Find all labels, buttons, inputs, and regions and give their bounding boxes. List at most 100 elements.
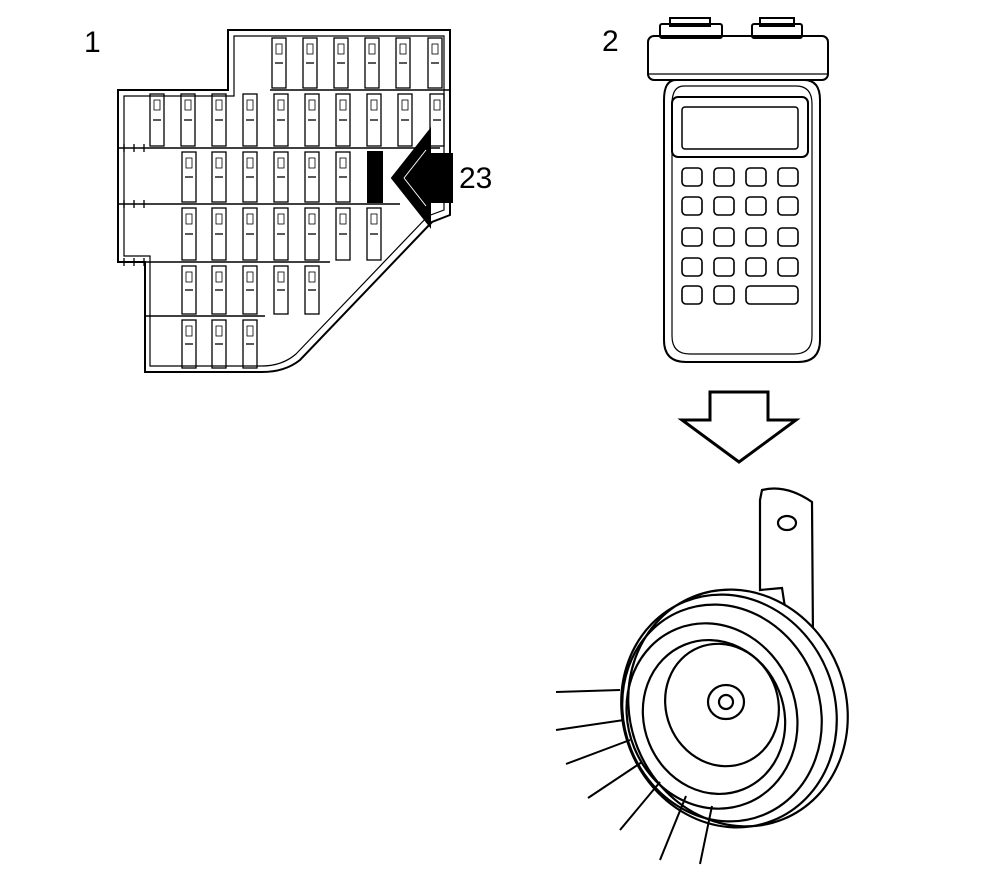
pointer-arrow-icon xyxy=(390,127,453,229)
fuse-detail xyxy=(185,157,193,169)
fuse-slot xyxy=(242,265,258,315)
keypad-key xyxy=(681,285,703,305)
fuse-detail xyxy=(246,213,254,225)
fuse-detail xyxy=(277,213,285,225)
keypad-key xyxy=(745,227,767,247)
fuse-slot xyxy=(304,265,320,315)
fuse-slot xyxy=(366,93,382,147)
fuse-slot xyxy=(181,151,197,203)
keypad-key xyxy=(713,227,735,247)
keypad-key xyxy=(745,167,767,187)
fuse-detail xyxy=(339,213,347,225)
fuse-detail xyxy=(308,99,316,111)
fuse-slot xyxy=(211,207,227,261)
fuse-slot xyxy=(271,37,287,89)
keypad-key xyxy=(777,167,799,187)
fuse-detail xyxy=(337,43,345,55)
fuse-detail xyxy=(370,99,378,111)
highlighted-fuse xyxy=(367,151,383,203)
keypad-key xyxy=(745,285,799,305)
fuse-slot xyxy=(181,319,197,369)
step-2-number: 2 xyxy=(602,25,619,58)
fuse-slot xyxy=(273,207,289,261)
fuse-slot xyxy=(335,151,351,203)
fuse-slot xyxy=(181,207,197,261)
keypad-key xyxy=(713,167,735,187)
fuse-detail xyxy=(275,43,283,55)
fuse-detail xyxy=(308,157,316,169)
fuse-slot xyxy=(333,37,349,89)
scan-tool-icon xyxy=(647,17,829,363)
fuse-detail xyxy=(215,213,223,225)
fuse-detail xyxy=(185,213,193,225)
fuse-slot xyxy=(304,151,320,203)
keypad-key xyxy=(777,227,799,247)
fuse-detail xyxy=(184,99,192,111)
fuse-slot xyxy=(304,207,320,261)
fuse-detail xyxy=(185,325,193,337)
fuse-box-icon xyxy=(117,29,451,373)
fuse-detail xyxy=(433,99,441,111)
fuse-slot xyxy=(302,37,318,89)
fuse-detail xyxy=(368,43,376,55)
fuse-detail xyxy=(246,325,254,337)
fuse-slot xyxy=(211,93,227,147)
fuse-detail xyxy=(185,271,193,283)
fuse-slot xyxy=(429,93,445,147)
fuse-slot xyxy=(366,207,382,261)
fuse-slot xyxy=(397,93,413,147)
keypad-key xyxy=(681,227,703,247)
fuse-detail xyxy=(215,99,223,111)
fuse-detail xyxy=(399,43,407,55)
keypad-key xyxy=(777,257,799,277)
step-1-number: 1 xyxy=(84,26,101,59)
keypad-key xyxy=(681,167,703,187)
fuse-slot xyxy=(335,207,351,261)
fuse-slot xyxy=(211,151,227,203)
horn-icon xyxy=(555,487,849,865)
fuse-slot xyxy=(242,207,258,261)
fuse-detail xyxy=(215,271,223,283)
fuse-detail xyxy=(215,325,223,337)
fuse-detail xyxy=(306,43,314,55)
keypad-key xyxy=(681,257,703,277)
fuse-detail xyxy=(339,157,347,169)
fuse-detail xyxy=(246,157,254,169)
fuse-detail xyxy=(215,157,223,169)
fuse-detail xyxy=(153,99,161,111)
keypad-key xyxy=(713,257,735,277)
keypad-key xyxy=(713,196,735,216)
down-arrow-icon xyxy=(677,390,801,464)
fuse-detail xyxy=(308,213,316,225)
fuse-slot xyxy=(181,265,197,315)
fuse-slot xyxy=(180,93,196,147)
fuse-detail xyxy=(401,99,409,111)
keypad-key xyxy=(745,257,767,277)
keypad-key xyxy=(777,196,799,216)
fuse-slot xyxy=(242,319,258,369)
fuse-detail xyxy=(277,271,285,283)
fuse-slot xyxy=(304,93,320,147)
fuse-detail xyxy=(370,213,378,225)
fuse-detail xyxy=(431,43,439,55)
fuse-slot xyxy=(335,93,351,147)
fuse-slot xyxy=(149,93,165,147)
fuse-detail xyxy=(308,271,316,283)
fuse-detail xyxy=(277,157,285,169)
fuse-detail xyxy=(339,99,347,111)
keypad-key xyxy=(713,285,735,305)
fuse-slot xyxy=(211,265,227,315)
fuse-slot xyxy=(273,151,289,203)
fuse-slot xyxy=(273,93,289,147)
fuse-number-callout: 23 xyxy=(459,162,493,195)
fuse-slot xyxy=(395,37,411,89)
fuse-detail xyxy=(246,99,254,111)
fuse-slot xyxy=(242,151,258,203)
fuse-slot xyxy=(427,37,443,89)
keypad-key xyxy=(745,196,767,216)
fuse-detail xyxy=(277,99,285,111)
fuse-slot xyxy=(211,319,227,369)
fuse-slot xyxy=(273,265,289,315)
keypad-key xyxy=(681,196,703,216)
